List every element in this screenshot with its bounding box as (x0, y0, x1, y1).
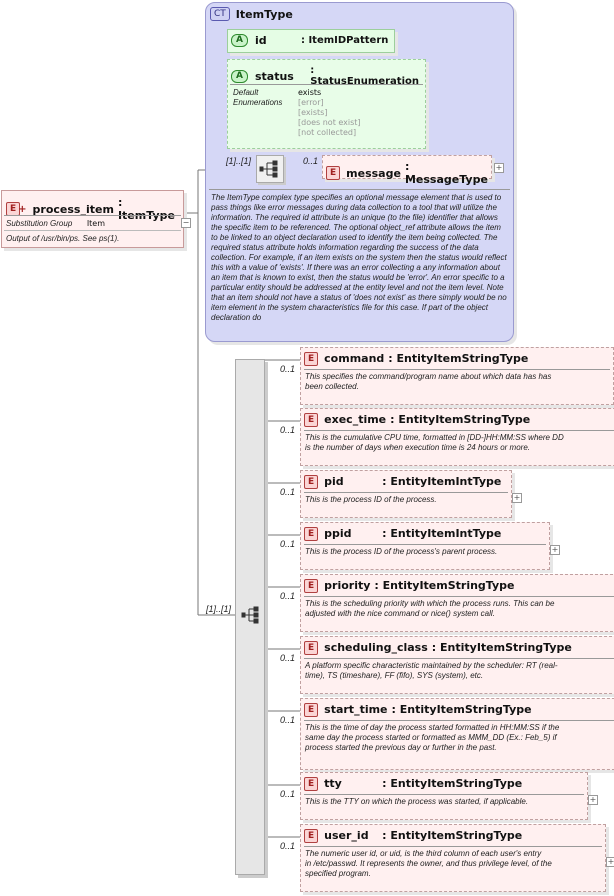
element-cardinality: 0..1 (280, 591, 296, 601)
element-name: ppid (324, 527, 352, 540)
root-description: Output of /usr/bin/ps. See ps(1). (6, 234, 120, 243)
element-badge: E (304, 776, 319, 791)
attribute-type: : StatusEnumeration (310, 65, 419, 87)
element-type: : EntityItemStringType (431, 641, 572, 654)
attribute-type: : ItemIDPattern (300, 35, 389, 46)
element-description: A platform specific characteristic maint… (305, 661, 558, 680)
element-type: : EntityItemIntType (382, 475, 502, 488)
sequence-cardinality: [1]..[1] (226, 156, 252, 166)
element-cardinality: 0..1 (280, 364, 296, 374)
default-label: Default (233, 88, 259, 97)
element-type: : EntityItemStringType (374, 579, 515, 592)
element-description: This is the scheduling priority with whi… (305, 599, 555, 618)
element-type: : EntityItemStringType (391, 703, 532, 716)
enumeration-list: [error][exists][does not exist][not coll… (298, 98, 361, 138)
element-type: : EntityItemStringType (390, 413, 531, 426)
element-cardinality: 0..1 (280, 425, 296, 435)
sequence-bar (235, 359, 265, 875)
element-description: This is the cumulative CPU time, formatt… (305, 433, 564, 452)
enumeration-value: [error] (298, 98, 324, 107)
attribute-name: id (254, 34, 267, 47)
main-sequence-cardinality: [1]..[1] (206, 604, 232, 614)
attribute-badge: A (231, 34, 248, 47)
element-message[interactable]: E message : MessageType (322, 155, 492, 186)
element-description: This is the process ID of the process. (305, 495, 437, 504)
element-type: : MessageType (404, 160, 488, 186)
element-description: This specifies the command/program name … (305, 372, 552, 391)
attribute-badge: A (231, 69, 248, 83)
message-cardinality: 0..1 (303, 156, 319, 166)
attribute-status[interactable]: A status : StatusEnumeration Default exi… (227, 59, 426, 149)
element-description: This is the time of day the process star… (305, 723, 560, 752)
expand-icon[interactable]: + (550, 545, 560, 555)
enumerations-label: Enumerations (233, 98, 283, 107)
enumeration-value: [not collected] (298, 128, 357, 137)
element-badge: E (304, 474, 319, 489)
element-badge: E (304, 702, 319, 717)
default-value: exists (298, 88, 322, 97)
enumeration-value: [does not exist] (298, 118, 361, 127)
element-name: user_id (324, 829, 369, 842)
element-type: : EntityItemIntType (382, 527, 502, 540)
element-name: scheduling_class (324, 641, 428, 654)
element-type: : EntityItemStringType (382, 829, 523, 842)
element-badge: E (326, 166, 341, 180)
complex-type-description: The ItemType complex type specifies an o… (211, 193, 507, 322)
element-badge: E (304, 640, 319, 655)
element-name: priority (324, 579, 371, 592)
substitution-value: Item (86, 219, 106, 228)
element-cardinality: 0..1 (280, 539, 296, 549)
element-cardinality: 0..1 (280, 653, 296, 663)
element-badge: E (304, 828, 319, 843)
element-cardinality: 0..1 (280, 841, 296, 851)
root-element-name: process_item (32, 202, 114, 216)
sequence-icon (256, 155, 284, 183)
element-description: This is the TTY on which the process was… (305, 797, 529, 806)
expand-icon[interactable]: + (588, 795, 598, 805)
element-cardinality: 0..1 (280, 715, 296, 725)
complex-type-badge: CT (210, 7, 230, 21)
enumeration-value: [exists] (298, 108, 328, 117)
plus-icon: + (18, 203, 27, 215)
element-cardinality: 0..1 (280, 487, 296, 497)
element-type: : EntityItemStringType (388, 352, 529, 365)
attribute-name: status (254, 69, 294, 83)
element-name: message (346, 166, 401, 180)
collapse-icon[interactable]: − (181, 218, 191, 228)
substitution-label: Substitution Group (6, 219, 73, 228)
root-element[interactable]: E + process_item : ItemType Substitution… (1, 190, 184, 248)
element-description: The numeric user id, or uid, is the thir… (305, 849, 552, 878)
element-badge: E (304, 412, 319, 427)
element-description: This is the process ID of the process's … (305, 547, 498, 556)
complex-type-panel: CT ItemType A id : ItemIDPattern A statu… (205, 2, 514, 342)
element-name: start_time (324, 703, 388, 716)
expand-icon[interactable]: + (494, 163, 504, 173)
root-element-type: : ItemType (117, 196, 175, 222)
element-badge: E (304, 351, 319, 366)
element-badge: E (304, 526, 319, 541)
element-name: command (324, 352, 385, 365)
sequence-icon (240, 604, 262, 626)
complex-type-name: ItemType (235, 7, 293, 21)
element-badge: E (304, 578, 319, 593)
element-cardinality: 0..1 (280, 789, 296, 799)
element-name: pid (324, 475, 344, 488)
element-name: exec_time (324, 413, 387, 426)
expand-icon[interactable]: + (606, 857, 614, 867)
attribute-id[interactable]: A id : ItemIDPattern (227, 29, 395, 53)
element-type: : EntityItemStringType (382, 777, 523, 790)
expand-icon[interactable]: + (512, 493, 522, 503)
element-name: tty (324, 777, 342, 790)
